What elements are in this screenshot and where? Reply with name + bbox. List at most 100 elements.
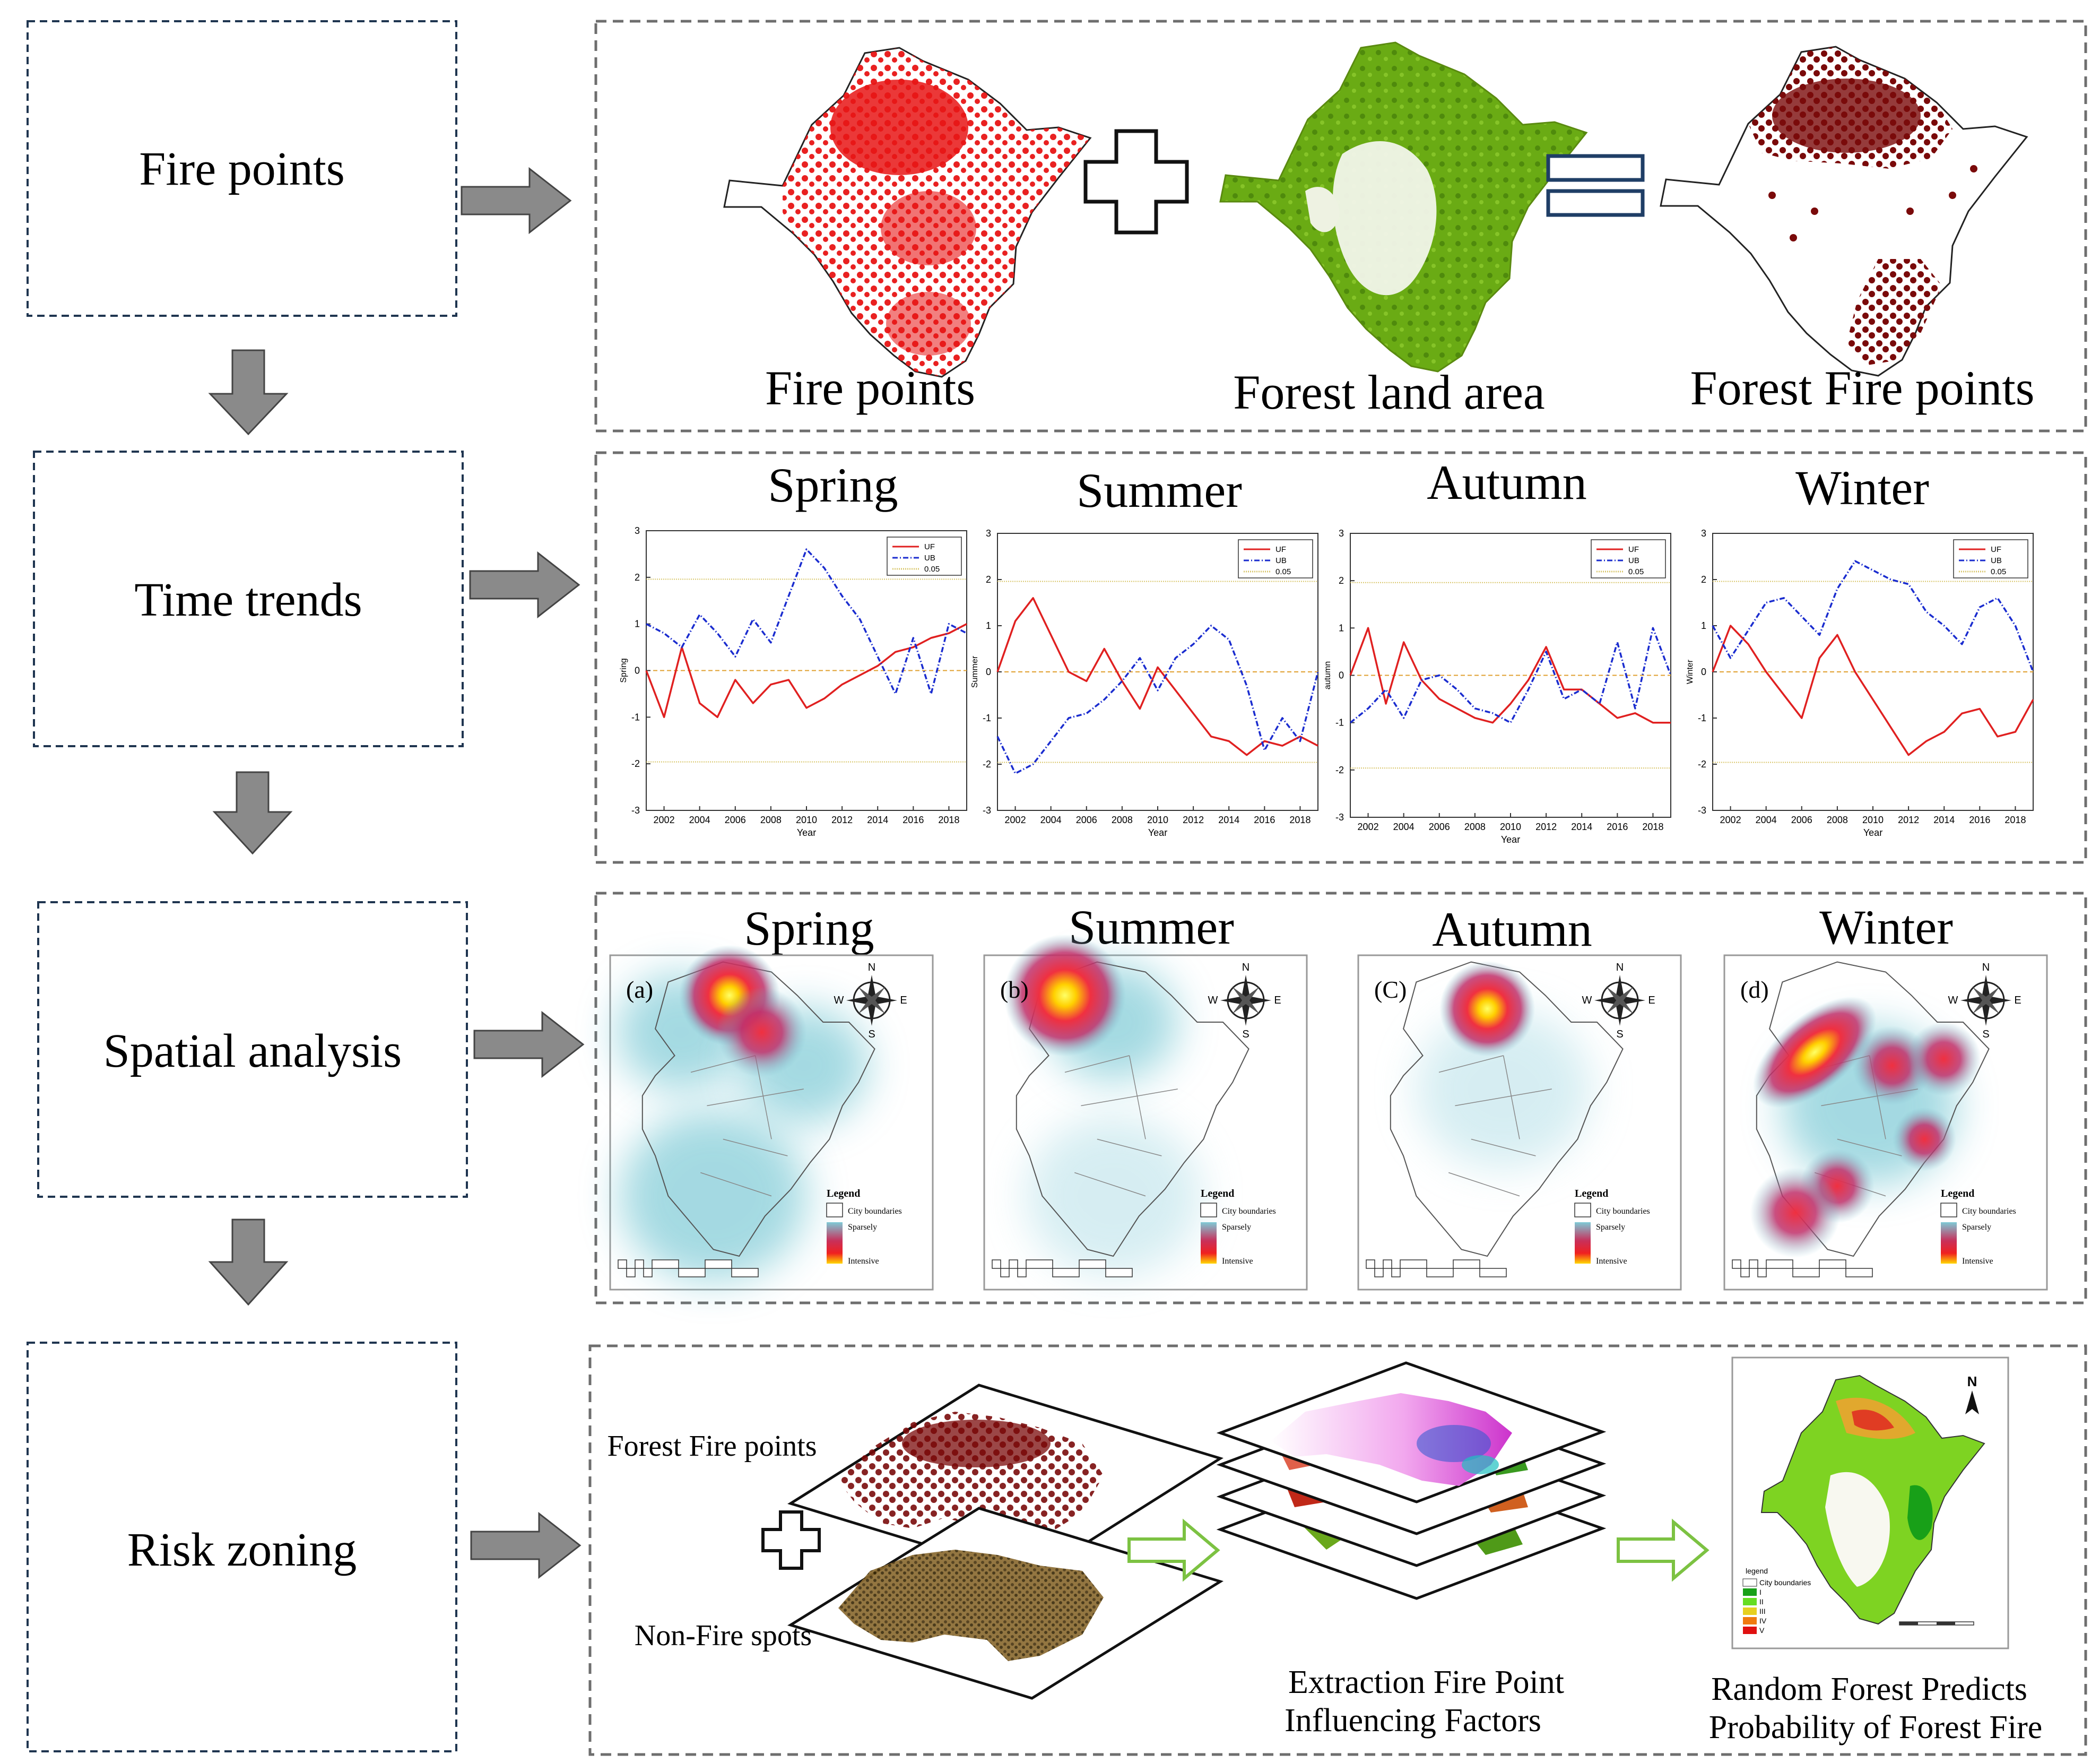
legend-label: City boundaries <box>1596 1207 1650 1216</box>
x-tick-label: 2010 <box>796 815 817 825</box>
down-arrow-icon <box>208 1218 289 1306</box>
compass-label: E <box>1648 995 1655 1006</box>
city-boundary <box>1064 1055 1130 1073</box>
right-arrow-icon <box>470 1511 582 1579</box>
city-boundary <box>1471 1138 1536 1156</box>
density-hotspot <box>1906 1022 1981 1096</box>
series-line-ub <box>1349 627 1672 724</box>
y-tick-label: -2 <box>631 758 640 769</box>
y-tick-label: 0 <box>986 667 991 677</box>
x-tick-label: 2006 <box>1429 822 1450 832</box>
step-box-spatial-analysis: Spatial analysis <box>37 901 468 1198</box>
x-tick-label: 2018 <box>1289 815 1311 825</box>
series-line-ub <box>996 625 1319 775</box>
density-hotspot <box>1750 1168 1841 1258</box>
caption-extraction-line2: Influencing Factors <box>1285 1702 1541 1739</box>
legend-label: UB <box>924 554 935 563</box>
scale-bar <box>1366 1259 1507 1277</box>
x-tick-label: 2004 <box>1040 815 1062 825</box>
caption-random-forest-line1: Random Forest Predicts <box>1711 1671 2027 1707</box>
equals-icon <box>1546 154 1645 217</box>
legend-label: UB <box>1628 556 1639 565</box>
y-tick-label: -2 <box>1335 765 1344 775</box>
x-tick-label: 2016 <box>1254 815 1275 825</box>
panel-fire-points: Fire points Forest land area Forest Fire… <box>594 20 2087 433</box>
x-axis-label: Year <box>1501 834 1520 845</box>
series-line-uf <box>996 597 1318 756</box>
y-tick-label: -3 <box>1698 805 1706 816</box>
x-tick-label: 2004 <box>689 815 710 825</box>
legend-label: UF <box>1628 545 1639 554</box>
step-label: Risk zoning <box>127 1524 357 1576</box>
y-tick-label: 2 <box>1701 574 1706 585</box>
legend-label: Sparsely <box>848 1223 877 1232</box>
season-title: Winter <box>1795 461 1929 515</box>
risk-legend-item: V <box>1759 1626 1765 1635</box>
compass-label: N <box>1242 962 1249 973</box>
region-outline <box>641 961 875 1257</box>
x-tick-label: 2002 <box>1005 815 1026 825</box>
layer-stack-influencing-factors <box>1216 1361 1607 1600</box>
y-tick-label: 2 <box>1339 575 1344 586</box>
x-tick-label: 2004 <box>1393 822 1415 832</box>
x-tick-label: 2014 <box>1571 822 1592 832</box>
x-tick-label: 2010 <box>1147 815 1168 825</box>
compass-label: W <box>1208 995 1218 1006</box>
legend-title: Legend <box>1575 1188 1608 1199</box>
series-line-uf <box>645 623 967 719</box>
y-axis-label: Spring <box>619 658 628 682</box>
city-boundary <box>1097 1138 1162 1156</box>
city-boundary <box>1455 1088 1552 1107</box>
legend-label: Sparsely <box>1962 1223 1991 1232</box>
legend-label: UF <box>924 542 935 551</box>
scale-bar <box>992 1259 1133 1277</box>
legend-label: City boundaries <box>1222 1207 1276 1216</box>
y-tick-label: -3 <box>1335 812 1344 823</box>
chart-legend: UF UB 0.05 <box>1591 539 1666 578</box>
layer-forest-fire-points <box>787 1384 1223 1579</box>
city-boundary <box>1438 1055 1504 1073</box>
legend-label: Intensive <box>848 1257 879 1266</box>
y-tick-label: 3 <box>1339 528 1344 539</box>
map-letter: (a) <box>626 976 653 1003</box>
x-axis-label: Year <box>797 827 816 838</box>
plus-icon <box>761 1510 821 1570</box>
density-hotspot <box>1892 1107 1956 1171</box>
legend-label: Intensive <box>1222 1257 1253 1266</box>
risk-legend-item: City boundaries <box>1759 1578 1811 1587</box>
label-non-fire-spots: Non-Fire spots <box>635 1619 812 1652</box>
x-tick-label: 2004 <box>1756 815 1777 825</box>
x-tick-label: 2012 <box>831 815 853 825</box>
legend-label: Intensive <box>1596 1257 1627 1266</box>
plus-icon <box>1083 129 1189 235</box>
x-tick-label: 2016 <box>903 815 924 825</box>
y-tick-label: 1 <box>1701 620 1706 631</box>
city-boundary <box>723 1138 788 1156</box>
legend-label: UF <box>1275 545 1286 554</box>
step-box-time-trends: Time trends <box>33 451 464 747</box>
risk-legend: legend City boundaries I II III IV V <box>1742 1567 1811 1635</box>
caption-forest-fire-points: Forest Fire points <box>1690 361 2034 415</box>
panel-risk-zoning: Forest Fire points Non-Fire spots Extrac… <box>588 1344 2087 1756</box>
x-tick-label: 2008 <box>1112 815 1133 825</box>
legend-label: Sparsely <box>1596 1223 1625 1232</box>
y-tick-label: -3 <box>983 805 991 816</box>
risk-legend-title: legend <box>1746 1567 1768 1575</box>
legend-label: 0.05 <box>1628 567 1644 576</box>
outline-right-arrow-icon <box>1617 1518 1709 1582</box>
legend-swatch <box>1940 1203 1957 1217</box>
legend-title: Legend <box>1201 1188 1234 1199</box>
compass-label: S <box>1982 1029 1989 1040</box>
scale-bar <box>1732 1259 1873 1277</box>
fire-points-map <box>723 47 1092 378</box>
legend-label: UB <box>1991 556 2002 565</box>
x-tick-label: 2006 <box>1791 815 1812 825</box>
x-tick-label: 2008 <box>1827 815 1848 825</box>
map-letter: (C) <box>1374 976 1407 1003</box>
panel-spatial-analysis: Spring Summer Autumn Winter (a)NESWLegen… <box>594 892 2087 1304</box>
